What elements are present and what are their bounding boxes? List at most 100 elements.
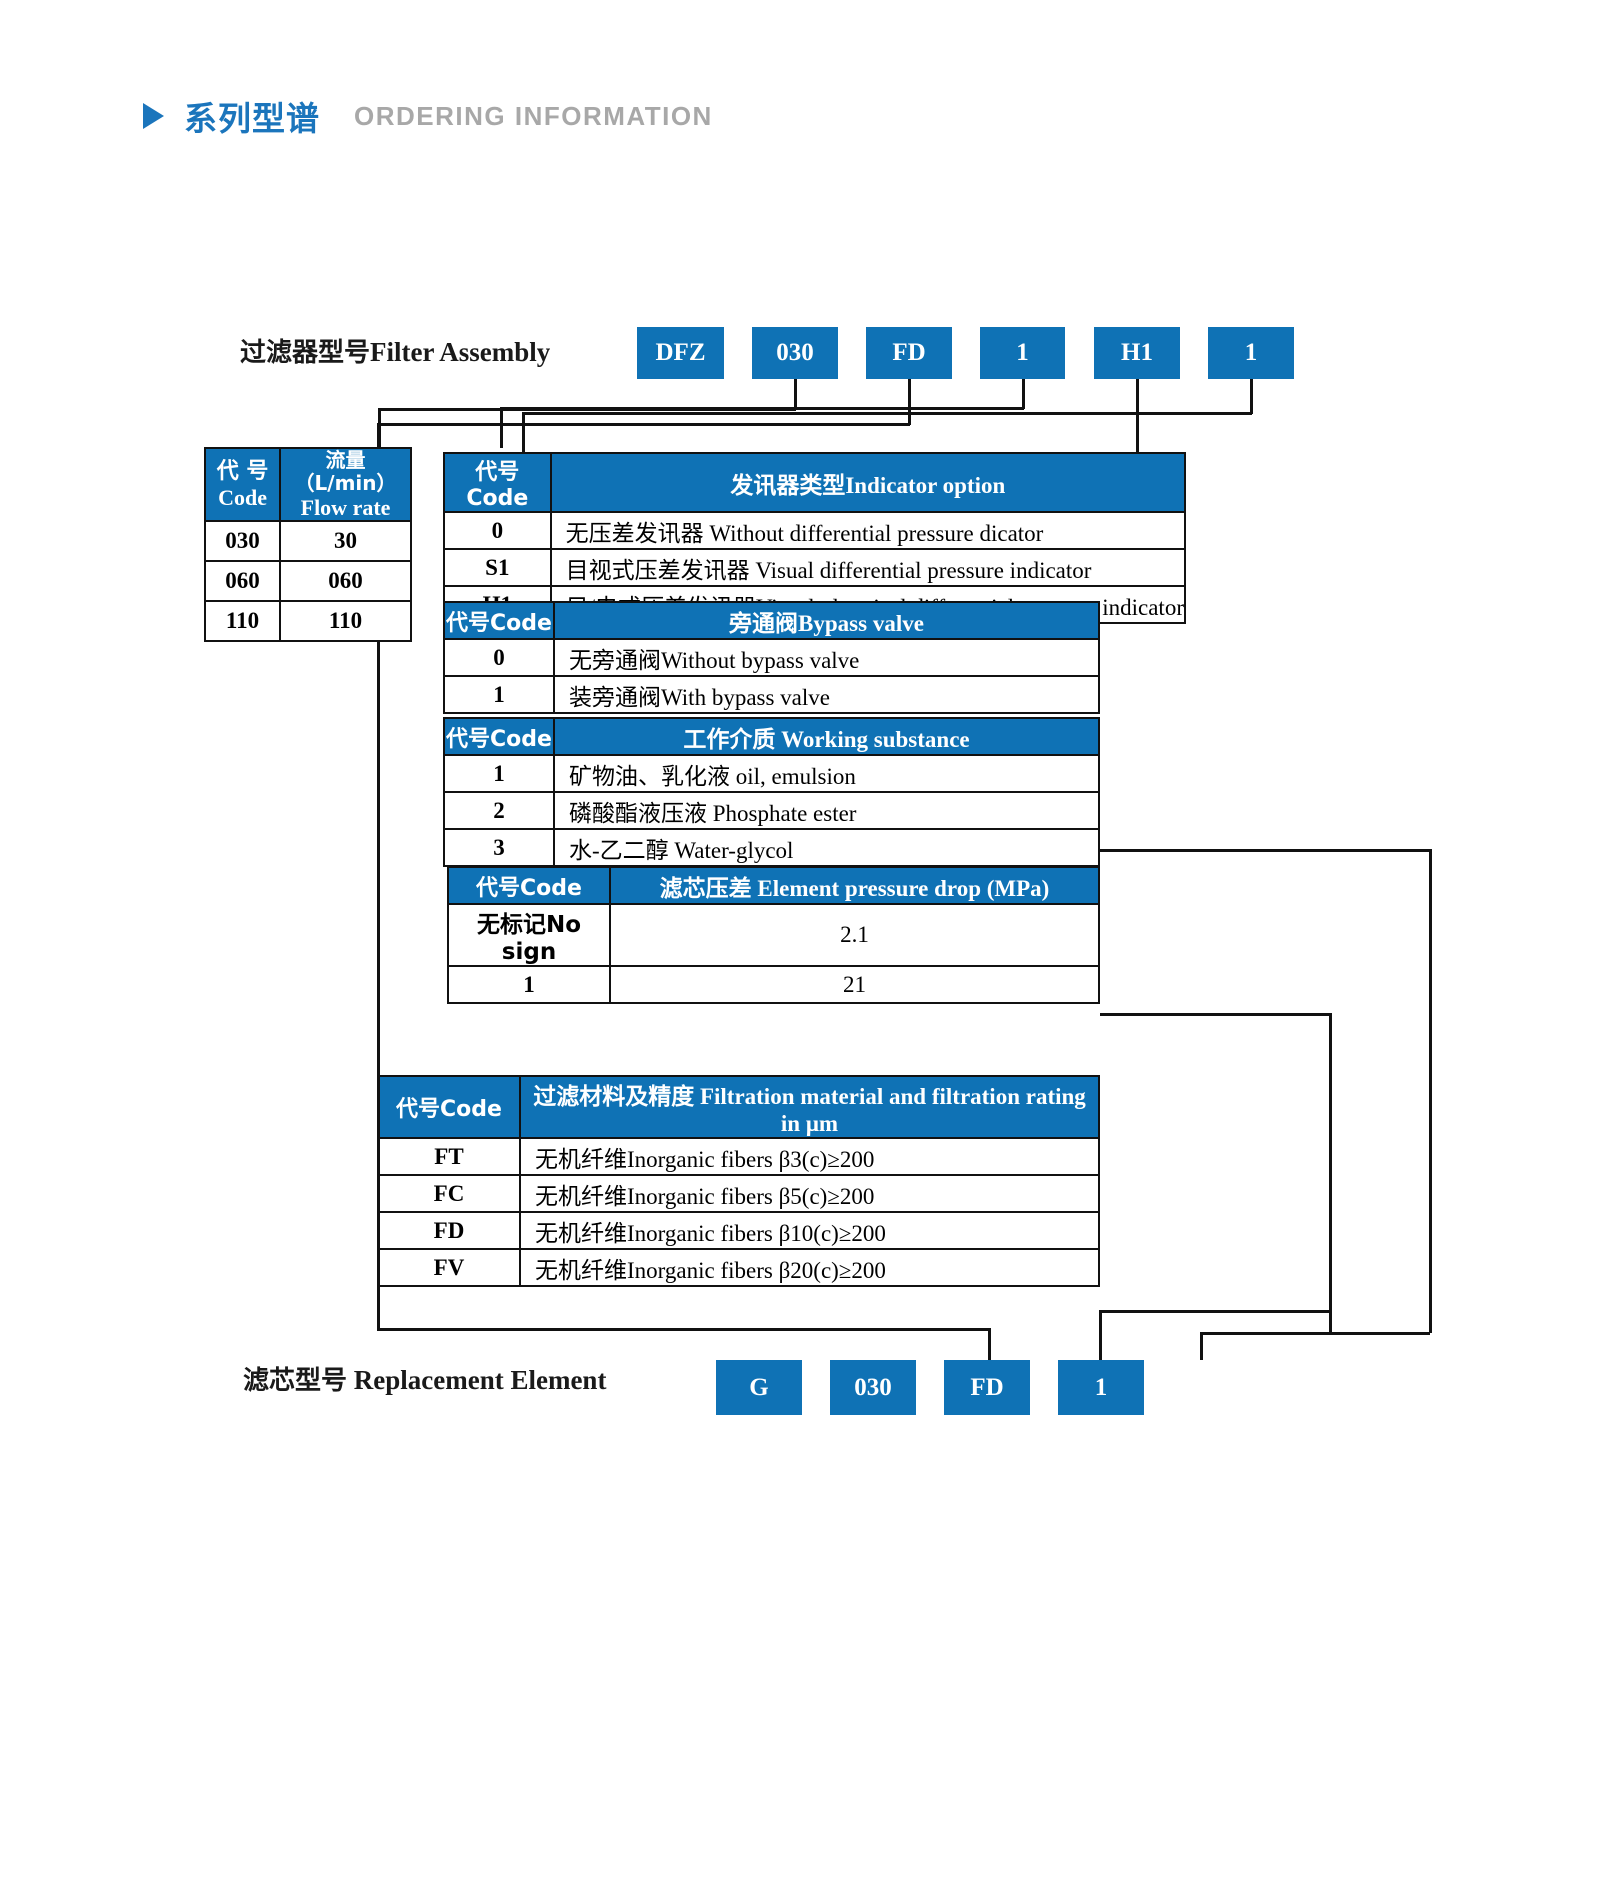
assembly-code-box-6[interactable]: 1 [1208, 327, 1294, 379]
indicator-cell-desc: 目视式压差发讯器 Visual differential pressure in… [549, 548, 1187, 587]
filter-assembly-label: 过滤器型号Filter Assembly [240, 332, 550, 369]
bypass-header-code: 代号Code [443, 601, 555, 640]
substance-cell-code: 1 [443, 754, 555, 793]
flow-cell-value: 110 [279, 600, 412, 643]
table-header-row: 代号Code 旁通阀Bypass valve [443, 601, 1100, 640]
connector-line [1022, 379, 1025, 409]
connector-line [1250, 379, 1253, 414]
flow-header-code-en: Code [218, 484, 267, 510]
connector-line [1099, 1310, 1102, 1360]
flow-cell-value: 060 [279, 560, 412, 603]
element-code-box-1[interactable]: G [716, 1360, 802, 1415]
material-cell-desc: 无机纤维Inorganic fibers β10(c)≥200 [519, 1211, 1100, 1250]
table-row: 无标记No sign 2.1 [447, 903, 1100, 967]
connector-line [1100, 1013, 1332, 1016]
pressure-cell-code: 无标记No sign [447, 903, 611, 967]
indicator-header-desc: 发讯器类型Indicator option [549, 452, 1187, 513]
flow-header-code: 代 号 Code [203, 446, 282, 523]
flow-header-rate-en: Flow rate [300, 495, 391, 520]
connector-line [1200, 1332, 1203, 1360]
pressure-cell-code: 1 [447, 965, 611, 1004]
element-code-box-2[interactable]: 030 [830, 1360, 916, 1415]
element-code-box-4[interactable]: 1 [1058, 1360, 1144, 1415]
connector-line [794, 379, 797, 410]
substance-cell-desc: 水-乙二醇 Water-glycol [553, 828, 1100, 867]
connector-line [522, 412, 1252, 415]
table-row: 030 30 [203, 520, 412, 563]
substance-header-desc: 工作介质 Working substance [553, 717, 1100, 756]
material-cell-code: FC [377, 1174, 521, 1213]
bypass-cell-desc: 无旁通阀Without bypass valve [553, 638, 1100, 677]
pressure-cell-value: 21 [609, 965, 1100, 1004]
assembly-code-box-3[interactable]: FD [866, 327, 952, 379]
bypass-cell-code: 1 [443, 675, 555, 714]
table-row: 110 110 [203, 600, 412, 643]
triangle-right-icon [143, 103, 164, 129]
material-header-desc: 过滤材料及精度 Filtration material and filtrati… [519, 1075, 1100, 1139]
material-header-code: 代号Code [377, 1075, 521, 1139]
connector-line [908, 379, 911, 425]
table-row: 060 060 [203, 560, 412, 603]
table-header-row: 代号Code 发讯器类型Indicator option [443, 452, 1187, 513]
filtration-material-table: 代号Code 过滤材料及精度 Filtration material and f… [377, 1075, 1100, 1287]
assembly-code-box-5[interactable]: H1 [1094, 327, 1180, 379]
element-code-box-3[interactable]: FD [944, 1360, 1030, 1415]
assembly-code-box-4[interactable]: 1 [980, 327, 1065, 379]
assembly-code-box-2[interactable]: 030 [752, 327, 838, 379]
bypass-header-desc: 旁通阀Bypass valve [553, 601, 1100, 640]
table-row: FC 无机纤维Inorganic fibers β5(c)≥200 [377, 1174, 1100, 1213]
filter-assembly-label-en: Filter Assembly [370, 337, 551, 367]
connector-line [988, 1328, 991, 1360]
flow-header-rate: 流量（L/min） Flow rate [279, 446, 412, 523]
connector-line [1099, 1310, 1329, 1313]
table-row: 3 水-乙二醇 Water-glycol [443, 828, 1100, 867]
pressure-header-desc: 滤芯压差 Element pressure drop (MPa) [609, 866, 1100, 905]
indicator-header-code: 代号Code [443, 452, 552, 513]
table-row: FV 无机纤维Inorganic fibers β20(c)≥200 [377, 1248, 1100, 1287]
substance-cell-code: 2 [443, 791, 555, 830]
connector-line [377, 423, 380, 1077]
table-row: 0 无旁通阀Without bypass valve [443, 638, 1100, 677]
indicator-cell-code: 0 [443, 511, 552, 550]
table-header-row: 代号Code 工作介质 Working substance [443, 717, 1100, 756]
flow-cell-value: 30 [279, 520, 412, 563]
table-row: 1 21 [447, 965, 1100, 1004]
pressure-header-code: 代号Code [447, 866, 611, 905]
material-cell-desc: 无机纤维Inorganic fibers β3(c)≥200 [519, 1137, 1100, 1176]
flow-header-rate-cn: 流量（L/min） [294, 448, 397, 495]
bypass-valve-table: 代号Code 旁通阀Bypass valve 0 无旁通阀Without byp… [443, 601, 1100, 714]
working-substance-table: 代号Code 工作介质 Working substance 1 矿物油、乳化液 … [443, 717, 1100, 867]
table-row: 2 磷酸酯液压液 Phosphate ester [443, 791, 1100, 830]
table-header-row: 代号Code 滤芯压差 Element pressure drop (MPa) [447, 866, 1100, 905]
indicator-option-table: 代号Code 发讯器类型Indicator option 0 无压差发讯器 Wi… [443, 452, 1187, 624]
replacement-element-label-en: Replacement Element [347, 1365, 607, 1395]
material-cell-desc: 无机纤维Inorganic fibers β20(c)≥200 [519, 1248, 1100, 1287]
substance-cell-code: 3 [443, 828, 555, 867]
replacement-element-label: 滤芯型号 Replacement Element [243, 1360, 606, 1397]
connector-line [1100, 849, 1432, 852]
element-pressure-drop-table: 代号Code 滤芯压差 Element pressure drop (MPa) … [447, 866, 1100, 1004]
table-row: FD 无机纤维Inorganic fibers β10(c)≥200 [377, 1211, 1100, 1250]
bypass-cell-code: 0 [443, 638, 555, 677]
material-cell-code: FD [377, 1211, 521, 1250]
connector-line [1429, 849, 1432, 1333]
indicator-cell-desc: 无压差发讯器 Without differential pressure dic… [549, 511, 1187, 550]
assembly-code-box-1[interactable]: DFZ [637, 327, 724, 379]
indicator-cell-code: S1 [443, 548, 552, 587]
table-row: S1 目视式压差发讯器 Visual differential pressure… [443, 548, 1187, 587]
connector-line [377, 1077, 380, 1331]
table-header-row: 代号Code 过滤材料及精度 Filtration material and f… [377, 1075, 1100, 1139]
page-title-en: ORDERING INFORMATION [354, 100, 713, 131]
connector-line [1136, 379, 1139, 453]
substance-header-code: 代号Code [443, 717, 555, 756]
table-row: 0 无压差发讯器 Without differential pressure d… [443, 511, 1187, 550]
connector-line [500, 407, 1024, 410]
page-title-cn: 系列型谱 [184, 99, 320, 138]
flow-cell-code: 110 [203, 600, 282, 643]
connector-line [377, 423, 910, 426]
connector-line [377, 1328, 991, 1331]
flow-rate-table: 代 号 Code 流量（L/min） Flow rate 030 30 060 … [203, 446, 412, 643]
table-row: 1 装旁通阀With bypass valve [443, 675, 1100, 714]
table-row: 1 矿物油、乳化液 oil, emulsion [443, 754, 1100, 793]
material-cell-code: FV [377, 1248, 521, 1287]
